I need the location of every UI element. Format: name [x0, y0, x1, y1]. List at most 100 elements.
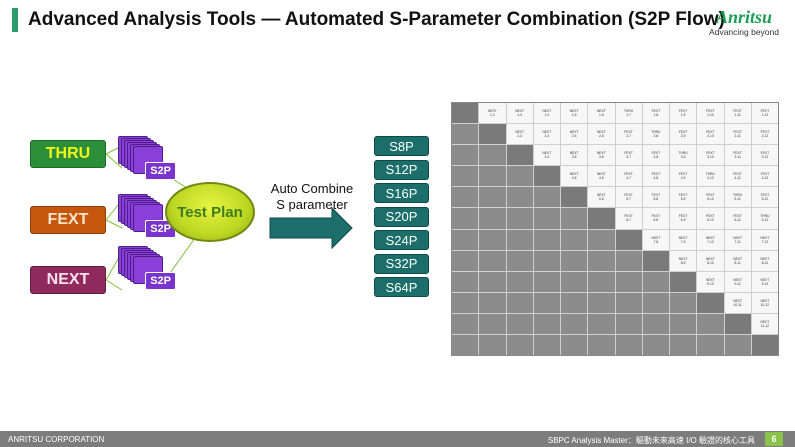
matrix-cell-type: THRU [651, 130, 661, 135]
matrix-mirror-cell [615, 250, 642, 271]
matrix-cell-type: NEXT [596, 172, 606, 177]
matrix-cell-type: NEXT [705, 256, 715, 261]
output-format-s64p: S64P [374, 277, 429, 297]
matrix-cell-type: NEXT [596, 193, 606, 198]
matrix-mirror-cell [561, 334, 588, 355]
output-format-s24p: S24P [374, 230, 429, 250]
matrix-cell-ports: 4-9 [680, 176, 686, 181]
matrix-diagonal-cell [670, 271, 697, 292]
matrix-cell-type: NEXT [569, 130, 579, 135]
matrix-diagonal-cell [615, 229, 642, 250]
matrix-mirror-cell [452, 229, 479, 250]
matrix-diagonal-cell [452, 103, 479, 124]
matrix-mirror-cell [452, 271, 479, 292]
matrix-cell-type: NEXT [542, 130, 552, 135]
matrix-cell-ports: 8-12 [761, 260, 769, 265]
matrix-cell-type: FEXT [733, 151, 742, 156]
matrix-mirror-cell [479, 250, 506, 271]
matrix-cell-type: FEXT [706, 214, 715, 219]
matrix-mirror-cell [561, 229, 588, 250]
matrix-cell-ports: 1-4 [544, 113, 550, 118]
matrix-cell-ports: 6-10 [707, 218, 714, 223]
file-stack-fext: S2P [118, 194, 178, 240]
footer-corp: ANRITSU CORPORATION [8, 435, 105, 444]
matrix-mirror-cell [642, 313, 669, 334]
matrix-mirror-cell [506, 313, 533, 334]
matrix-diagonal-cell [642, 250, 669, 271]
matrix-mirror-cell [670, 292, 697, 313]
matrix-mirror-cell [452, 145, 479, 166]
matrix-cell-type: FEXT [678, 172, 688, 177]
matrix-mirror-cell [479, 313, 506, 334]
matrix-cell-type: NEXT [569, 109, 579, 114]
matrix-cell-type: NEXT [678, 235, 688, 240]
matrix-mirror-cell [533, 187, 560, 208]
matrix-mirror-cell [506, 292, 533, 313]
matrix-cell-type: NEXT [705, 277, 715, 282]
matrix-mirror-cell [479, 166, 506, 187]
matrix-cell-type: NEXT [542, 109, 552, 114]
matrix-cell-ports: 8-10 [707, 260, 714, 265]
matrix-cell-type: NEXT [515, 109, 525, 114]
matrix-mirror-cell [561, 271, 588, 292]
matrix-cell-type: NEXT [733, 298, 743, 303]
matrix-cell-ports: 1-11 [734, 113, 741, 118]
matrix-cell-ports: 5-8 [653, 197, 659, 202]
matrix-mirror-cell [642, 271, 669, 292]
matrix-cell-type: NEXT [596, 151, 606, 156]
matrix-mirror-cell [479, 334, 506, 355]
matrix-cell-type: FEXT [624, 151, 633, 156]
matrix-mirror-cell [697, 313, 724, 334]
matrix-cell-ports: 2-8 [653, 134, 659, 139]
page-title: Advanced Analysis Tools — Automated S-Pa… [28, 9, 725, 30]
matrix-cell-ports: 2-9 [680, 134, 686, 139]
matrix-cell-ports: 4-8 [653, 176, 659, 181]
matrix-cell-type: FEXT [733, 109, 742, 114]
matrix-diagonal-cell [561, 187, 588, 208]
matrix-cell-type: NEXT [705, 235, 715, 240]
matrix-cell-type: NEXT [733, 277, 743, 282]
matrix-cell-type: FEXT [760, 109, 770, 114]
matrix-cell-ports: 3-10 [707, 155, 714, 160]
matrix-cell-ports: 6-8 [653, 218, 659, 223]
matrix-cell-type: NEXT [651, 235, 661, 240]
matrix-cell-type: FEXT [760, 151, 770, 156]
matrix-cell-ports: 7-8 [653, 239, 659, 244]
logo-tagline: Advancing beyond [709, 27, 779, 37]
matrix-cell-type: THRU [678, 151, 688, 156]
matrix-cell-type: NEXT [760, 256, 770, 261]
matrix-mirror-cell [479, 187, 506, 208]
matrix-cell-type: FEXT [706, 193, 715, 198]
file-type-label: S2P [145, 272, 176, 290]
matrix-mirror-cell [506, 334, 533, 355]
matrix-cell-ports: 6-7 [626, 218, 631, 223]
matrix-cell-type: NEXT [760, 235, 770, 240]
matrix-cell-ports: 2-3 [517, 134, 522, 139]
bucket-next: NEXT [30, 266, 106, 294]
